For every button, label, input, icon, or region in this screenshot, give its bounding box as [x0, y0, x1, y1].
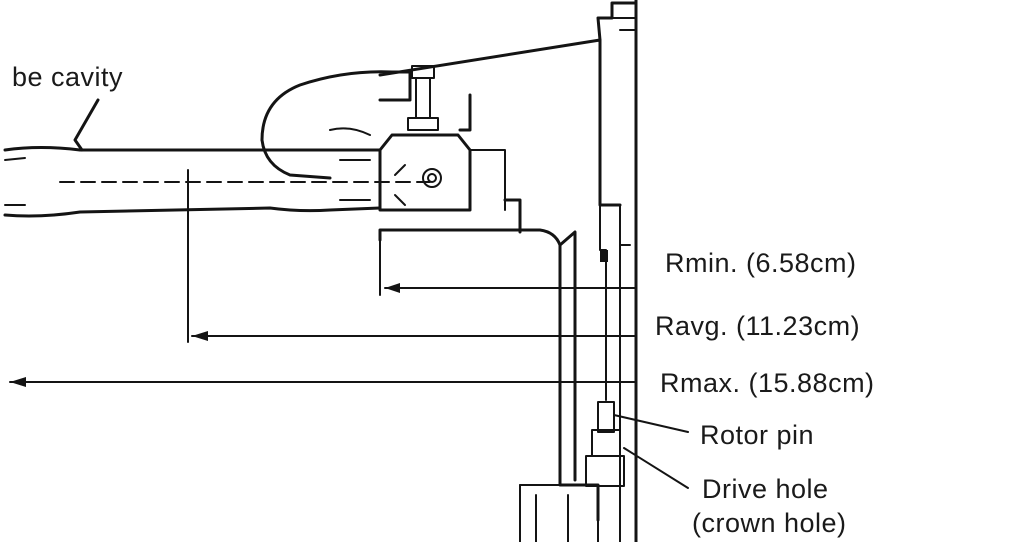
- cavity-leader-line: [73, 98, 100, 152]
- tube-body: [3, 98, 431, 218]
- hinge-block: [378, 133, 522, 234]
- drive-hole-label: Drive hole: [702, 474, 829, 504]
- ravg-label: Ravg. (11.23cm): [655, 311, 860, 341]
- cavity-label: be cavity: [12, 62, 123, 92]
- rotor-top-housing: [596, 1, 638, 42]
- dimension-rmax: [9, 377, 637, 387]
- rotor-axis: [605, 0, 638, 542]
- rmin-label: Rmin. (6.58cm): [665, 248, 857, 278]
- rotor-pin-label: Rotor pin: [700, 420, 814, 450]
- label-leader-lines: [613, 414, 689, 489]
- rotor-body: [378, 38, 631, 522]
- top-screw: [407, 65, 439, 131]
- drive-hole-assembly: [519, 401, 625, 542]
- dimension-rmin: [379, 239, 637, 296]
- crown-hole-label: (crown hole): [692, 508, 847, 538]
- rmax-label: Rmax. (15.88cm): [660, 368, 875, 398]
- dimension-ravg: [187, 169, 637, 343]
- rotor-notch: [600, 250, 608, 262]
- tube-holder-cap: [260, 70, 412, 180]
